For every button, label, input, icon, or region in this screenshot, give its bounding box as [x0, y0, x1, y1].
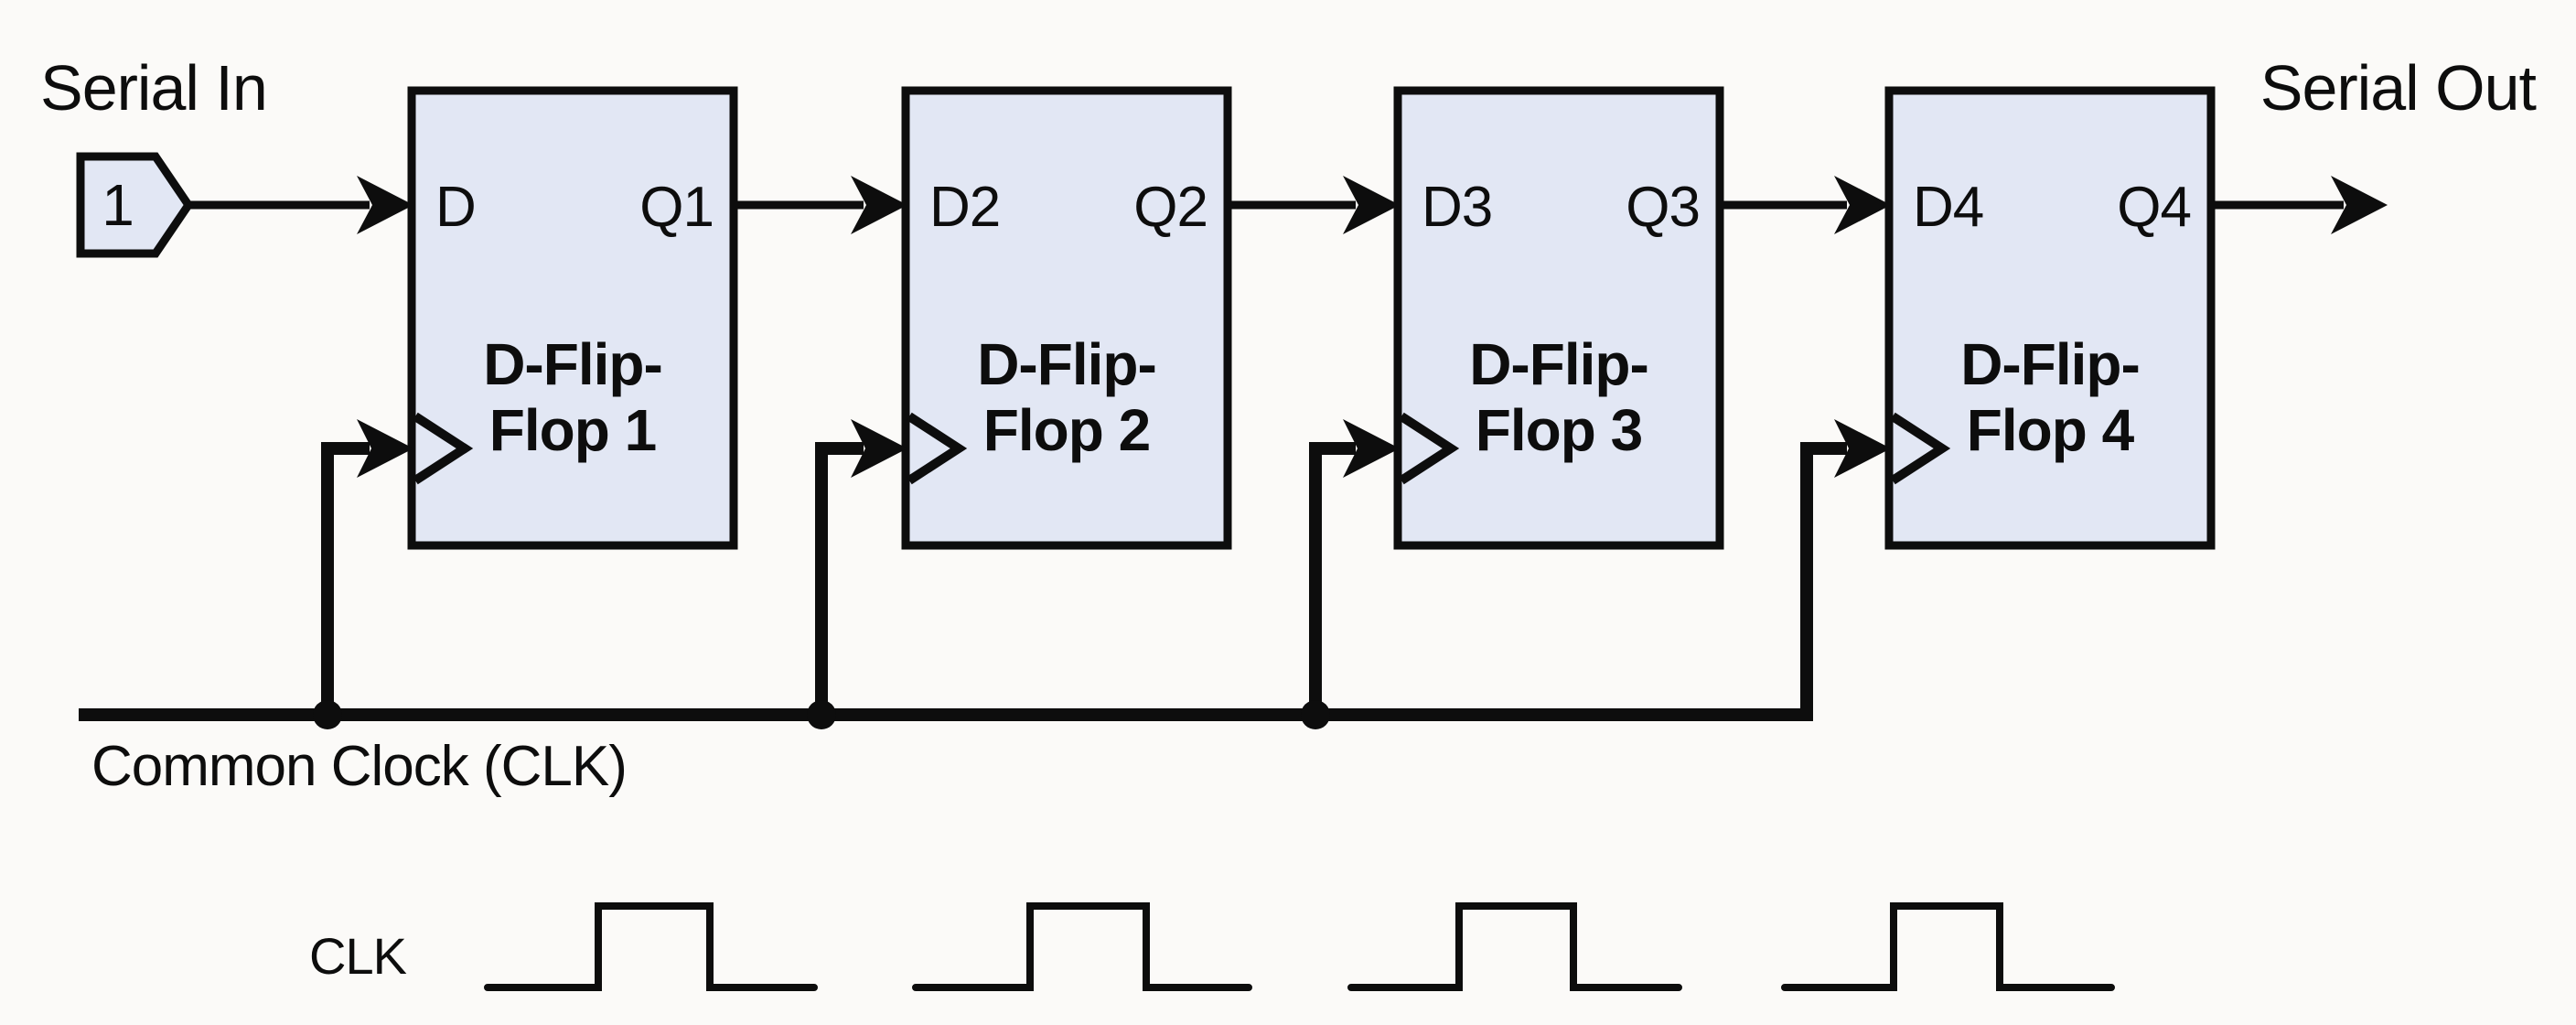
- arrowhead-icon: [1343, 419, 1400, 478]
- arrowhead-icon: [851, 176, 907, 234]
- clock-branch-ff1: [321, 442, 370, 715]
- data-path-wires: [188, 176, 2388, 234]
- clk-pulse-2: [912, 902, 1252, 991]
- q-output-label: Q2: [1133, 176, 1208, 239]
- arrowhead-icon: [2331, 176, 2388, 234]
- arrowhead-icon: [1343, 176, 1400, 234]
- clk-waveform: CLK: [309, 902, 2115, 991]
- clk-pulse-4: [1781, 902, 2115, 991]
- flip-flop-3: D3 Q3 D-Flip- Flop 3: [1393, 86, 1724, 550]
- junction-dot-icon: [313, 700, 342, 729]
- serial-out-label: Serial Out: [2260, 52, 2537, 124]
- junction-dot-icon: [1301, 700, 1330, 729]
- q-output-label: Q3: [1626, 176, 1700, 239]
- input-tag-shape-icon: [76, 152, 194, 258]
- clock-edge-chevron-icon: [1399, 412, 1460, 485]
- arrowhead-icon: [1834, 419, 1891, 478]
- flip-flop-2: D2 Q2 D-Flip- Flop 2: [901, 86, 1232, 550]
- common-clock-label: Common Clock (CLK): [91, 735, 627, 798]
- d-input-label: D2: [929, 176, 1000, 239]
- flip-flop-2-body: [901, 86, 1232, 550]
- junction-dot-icon: [807, 700, 836, 729]
- q-output-label: Q4: [2117, 176, 2191, 239]
- clk-pulse-1: [484, 902, 818, 991]
- arrowhead-icon: [357, 419, 413, 478]
- input-value: 1: [102, 172, 134, 238]
- clock-branch-ff3: [1309, 442, 1356, 715]
- flip-flop-title-line1: D-Flip-: [1469, 331, 1648, 397]
- arrowhead-icon: [1834, 176, 1891, 234]
- flip-flop-title-line2: Flop 2: [983, 397, 1150, 463]
- flip-flop-title-line2: Flop 1: [489, 397, 656, 463]
- clk-pulse-3: [1347, 902, 1682, 991]
- flip-flop-1-body: [407, 86, 738, 550]
- flip-flop-title-line1: D-Flip-: [1960, 331, 2140, 397]
- clock-branch-ff4: [1800, 442, 1847, 721]
- serial-in-label: Serial In: [40, 52, 267, 124]
- flip-flop-4-body: [1884, 86, 2216, 550]
- d-input-label: D3: [1422, 176, 1492, 239]
- flip-flop-title-line2: Flop 4: [1967, 397, 2135, 463]
- flip-flop-1: D Q1 D-Flip- Flop 1: [407, 86, 738, 550]
- flip-flop-title-line2: Flop 3: [1476, 397, 1642, 463]
- clock-edge-chevron-icon: [907, 412, 968, 485]
- d-input-label: D4: [1913, 176, 1983, 239]
- clock-edge-chevron-icon: [413, 412, 474, 485]
- serial-input-tag: 1: [76, 152, 194, 258]
- clock-bus-network: [79, 419, 1891, 729]
- flip-flop-4: D4 Q4 D-Flip- Flop 4: [1884, 86, 2216, 550]
- clock-branch-ff2: [815, 442, 864, 715]
- flip-flop-title-line1: D-Flip-: [977, 331, 1156, 397]
- flip-flop-3-body: [1393, 86, 1724, 550]
- d-input-label: D: [435, 176, 476, 239]
- q-output-label: Q1: [639, 176, 714, 239]
- arrowhead-icon: [357, 176, 413, 234]
- flip-flop-title-line1: D-Flip-: [483, 331, 662, 397]
- clock-edge-chevron-icon: [1890, 412, 1951, 485]
- arrowhead-icon: [851, 419, 907, 478]
- clk-waveform-label: CLK: [309, 927, 407, 985]
